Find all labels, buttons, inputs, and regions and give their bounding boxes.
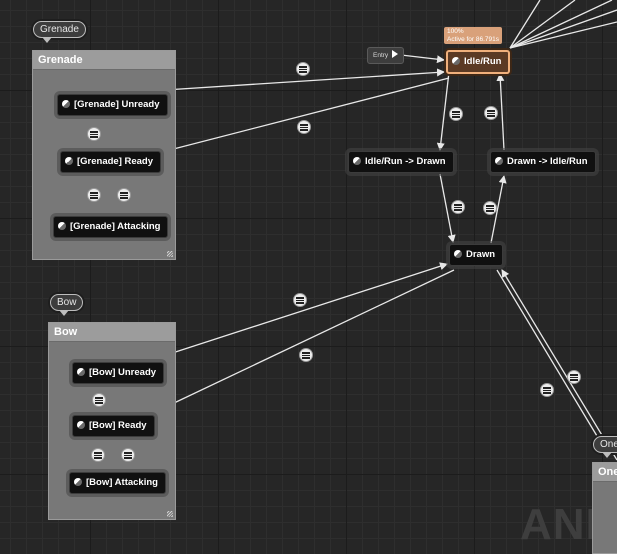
state-icon (454, 250, 462, 258)
transition-rule-icon[interactable] (484, 106, 498, 120)
state-icon (62, 100, 70, 108)
transition-rule-icon[interactable] (451, 200, 465, 214)
state-grenade-unready-label: [Grenade] Unready (74, 99, 160, 110)
wire-one-to-drawn (501, 269, 617, 461)
entry-label: Entry (373, 52, 389, 59)
wire-fan-5 (509, 21, 617, 49)
transition-rule-icon[interactable] (293, 293, 307, 307)
bow-comment-bubble[interactable]: Bow (50, 294, 84, 316)
transition-rule-icon[interactable] (91, 448, 105, 462)
transition-rule-icon[interactable] (92, 393, 106, 407)
state-icon (74, 478, 82, 486)
one-comment-title: One (593, 463, 617, 482)
transition-rule-icon[interactable] (567, 370, 581, 384)
wire-drawn-to-one (496, 269, 601, 442)
transition-rule-icon[interactable] (540, 383, 554, 397)
state-icon (58, 222, 66, 230)
state-bow-ready-label: [Bow] Ready (89, 420, 147, 431)
state-bow-ready[interactable]: [Bow] Ready (72, 415, 155, 437)
state-icon (77, 421, 85, 429)
transition-rule-icon[interactable] (121, 448, 135, 462)
state-bow-attacking-label: [Bow] Attacking (86, 477, 158, 488)
active-percent: 100% (447, 28, 464, 35)
state-icon (77, 368, 85, 376)
wire-drawn-to-bow (152, 269, 455, 414)
state-idle-run[interactable]: Idle/Run (446, 50, 511, 74)
state-grenade-unready[interactable]: [Grenade] Unready (57, 94, 168, 116)
exec-pin-icon[interactable] (392, 50, 399, 58)
state-icon (452, 57, 460, 65)
wire-fan-3 (509, 0, 613, 49)
state-grenade-ready[interactable]: [Grenade] Ready (60, 151, 162, 173)
transition-rule-icon[interactable] (449, 107, 463, 121)
state-drawn[interactable]: Drawn (449, 244, 504, 266)
grenade-comment-title: Grenade (33, 51, 175, 70)
wire-idle-to-grenade (157, 77, 450, 156)
state-icon (353, 157, 361, 165)
wire-fan-4 (509, 9, 617, 49)
bow-comment-title: Bow (49, 323, 175, 342)
state-idle-run-to-drawn[interactable]: Idle/Run -> Drawn (348, 151, 454, 173)
state-drawn-to-idle-run[interactable]: Drawn -> Idle/Run (490, 151, 596, 173)
transition-rule-icon[interactable] (87, 127, 101, 141)
resize-grip-icon[interactable] (167, 251, 173, 257)
transition-rule-icon[interactable] (299, 348, 313, 362)
entry-node[interactable]: Entry (367, 47, 405, 64)
resize-grip-icon[interactable] (167, 511, 173, 517)
transition-rule-icon[interactable] (483, 201, 497, 215)
one-comment-bubble-label: One (600, 439, 617, 450)
transition-rule-icon[interactable] (87, 188, 101, 202)
state-drawn-to-idle-run-label: Drawn -> Idle/Run (507, 156, 588, 167)
one-comment-box[interactable]: One (592, 462, 617, 554)
wire-idle-to-idle-drawn (436, 71, 450, 151)
active-state-tooltip: 100% Active for 86.791s (444, 27, 503, 44)
wire-bow-to-drawn (159, 262, 448, 358)
wire-fan-2 (509, 0, 576, 49)
wire-idle-drawn-to-drawn (439, 173, 456, 243)
transition-rule-icon[interactable] (117, 188, 131, 202)
state-idle-run-label: Idle/Run (464, 56, 502, 67)
wire-grenade-to-idle (164, 68, 445, 91)
state-bow-unready-label: [Bow] Unready (89, 367, 157, 378)
state-grenade-ready-label: [Grenade] Ready (77, 156, 154, 167)
one-comment-bubble[interactable]: One (593, 436, 617, 458)
wire-entry-to-idle-run (400, 54, 445, 64)
grenade-comment-bubble[interactable]: Grenade (33, 21, 86, 43)
state-icon (65, 157, 73, 165)
state-grenade-attacking[interactable]: [Grenade] Attacking (53, 216, 169, 238)
state-grenade-attacking-label: [Grenade] Attacking (70, 221, 161, 232)
transition-rule-icon[interactable] (296, 62, 310, 76)
state-bow-unready[interactable]: [Bow] Unready (72, 362, 165, 384)
wire-drawn-to-drawn-idle (490, 175, 507, 244)
state-drawn-label: Drawn (466, 249, 496, 260)
wire-fan-1 (509, 0, 541, 49)
state-idle-run-to-drawn-label: Idle/Run -> Drawn (365, 156, 446, 167)
transition-rule-icon[interactable] (297, 120, 311, 134)
grenade-comment-bubble-label: Grenade (40, 24, 79, 35)
active-duration: Active for 86.791s (447, 35, 500, 43)
bow-comment-bubble-label: Bow (57, 297, 77, 308)
state-bow-attacking[interactable]: [Bow] Attacking (69, 472, 166, 494)
state-icon (495, 157, 503, 165)
wire-drawn-idle-to-idle (496, 73, 505, 151)
